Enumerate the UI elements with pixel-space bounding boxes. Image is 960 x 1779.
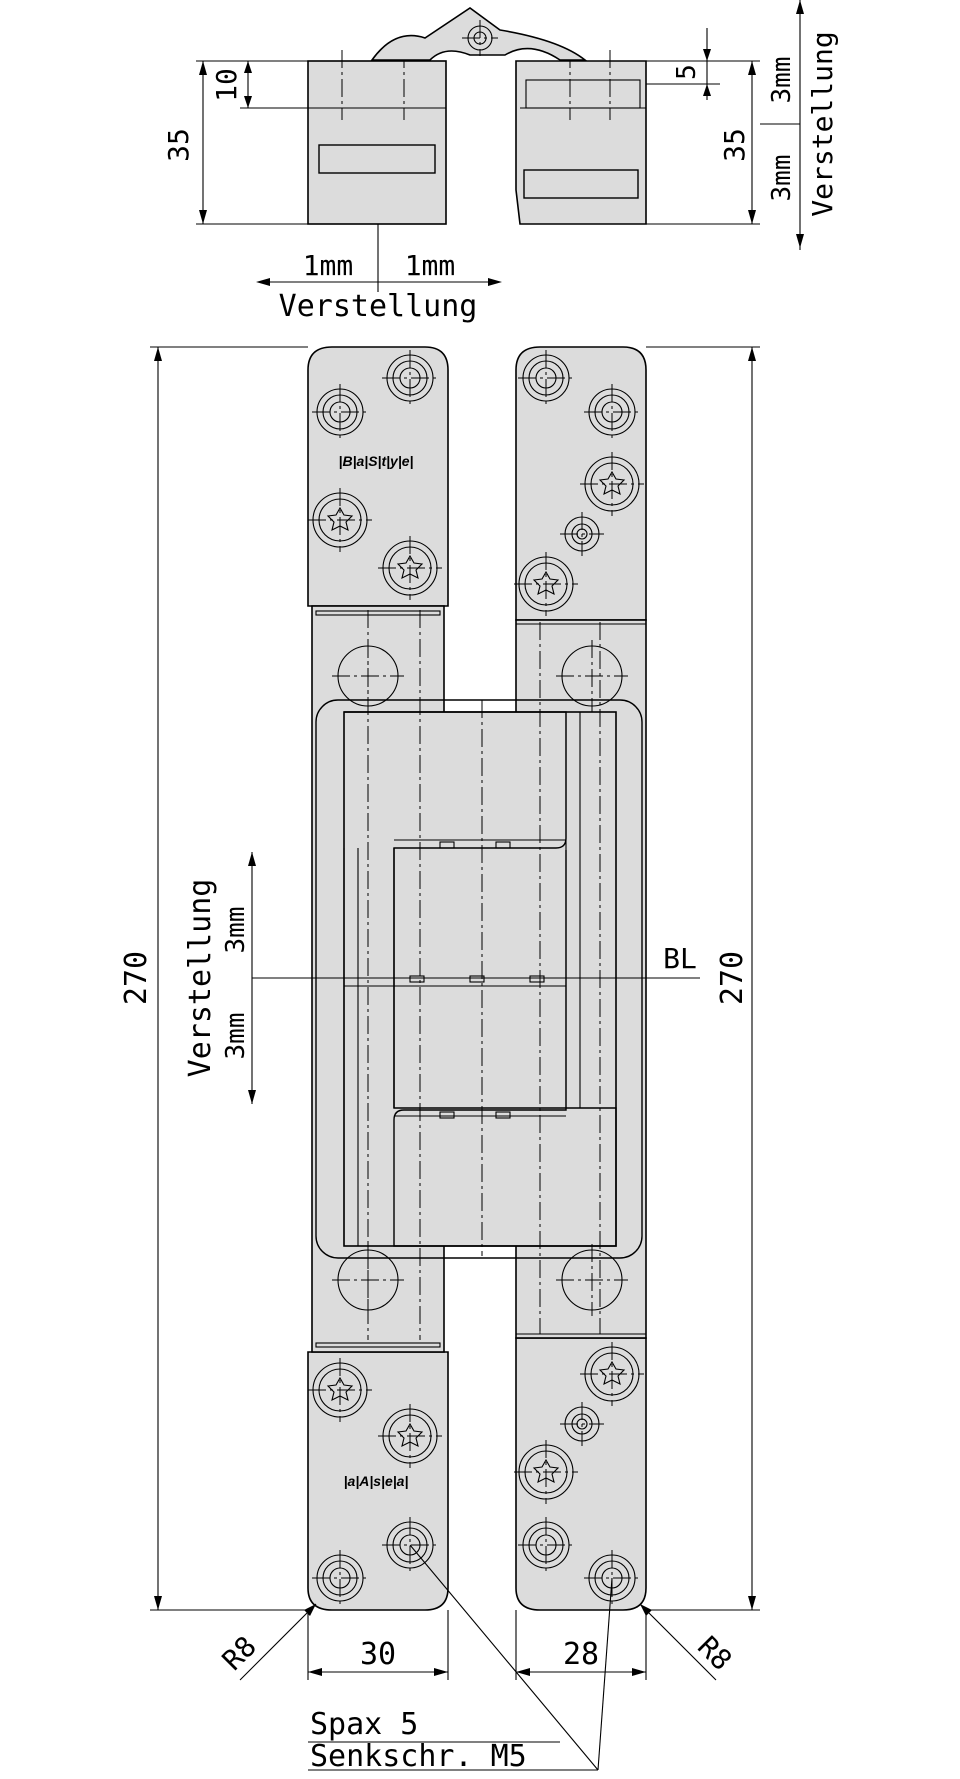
svg-text:R8: R8: [216, 1630, 263, 1677]
svg-text:10: 10: [210, 68, 243, 102]
front-adjust-vertical: Verstellung 3mm 3mm: [183, 852, 256, 1104]
svg-text:R8: R8: [691, 1630, 738, 1677]
svg-text:1mm: 1mm: [405, 249, 456, 282]
dim-height-right: 270: [646, 346, 760, 1611]
mechanism-core: [343, 711, 617, 1247]
top-left-block: [307, 60, 447, 225]
top-right-block: [515, 60, 647, 225]
dim-left-10: 10: [210, 61, 308, 109]
svg-text:3mm: 3mm: [767, 155, 797, 202]
dim-right-5: 5: [646, 28, 720, 100]
svg-text:1mm: 1mm: [303, 249, 354, 282]
logo-top: |B|a|S|t|y|e|: [339, 453, 414, 469]
dim-left-35: 35: [162, 60, 308, 225]
screw-spec-1: Spax 5: [310, 1707, 418, 1742]
front-view: |B|a|S|t|y|e| |a|A|s|e|a| BL 270 270: [119, 346, 760, 1774]
svg-text:35: 35: [718, 128, 751, 162]
svg-text:30: 30: [360, 1637, 396, 1672]
left-top-plate: [307, 346, 449, 607]
svg-text:5: 5: [672, 64, 702, 80]
top-right-slot: [523, 169, 639, 199]
svg-text:Verstellung: Verstellung: [183, 879, 218, 1078]
bl-label: BL: [663, 942, 697, 975]
top-adjust-horizontal: 1mm 1mm Verstellung: [256, 224, 502, 324]
radius-left: R8: [216, 1603, 317, 1681]
logo-bottom: |a|A|s|e|a|: [344, 1473, 409, 1489]
svg-text:3mm: 3mm: [221, 907, 251, 954]
right-bottom-plate: [515, 1337, 647, 1611]
top-adjust-vertical: 3mm 3mm Verstellung: [760, 0, 839, 250]
radius-right: R8: [639, 1603, 738, 1681]
screw-leaders: [308, 1544, 613, 1771]
mechanism-frame: [315, 699, 643, 1259]
top-hinge-arm: [370, 7, 588, 61]
svg-text:35: 35: [162, 128, 195, 162]
screw-spec-2: Senkschr. M5: [310, 1739, 527, 1774]
svg-text:Verstellung: Verstellung: [806, 31, 839, 216]
svg-text:3mm: 3mm: [221, 1013, 251, 1060]
dim-height-left: 270: [119, 346, 308, 1611]
top-left-slot: [318, 144, 436, 174]
top-view: 35 10 35 5: [162, 0, 839, 324]
dim-right-35: 35: [646, 60, 760, 225]
svg-text:270: 270: [715, 951, 750, 1005]
svg-text:Verstellung: Verstellung: [279, 289, 478, 324]
svg-text:28: 28: [563, 1637, 599, 1672]
svg-text:270: 270: [119, 951, 154, 1005]
svg-text:3mm: 3mm: [767, 57, 797, 104]
dim-width-right: 28: [515, 1610, 647, 1680]
dim-width-left: 30: [307, 1610, 449, 1680]
